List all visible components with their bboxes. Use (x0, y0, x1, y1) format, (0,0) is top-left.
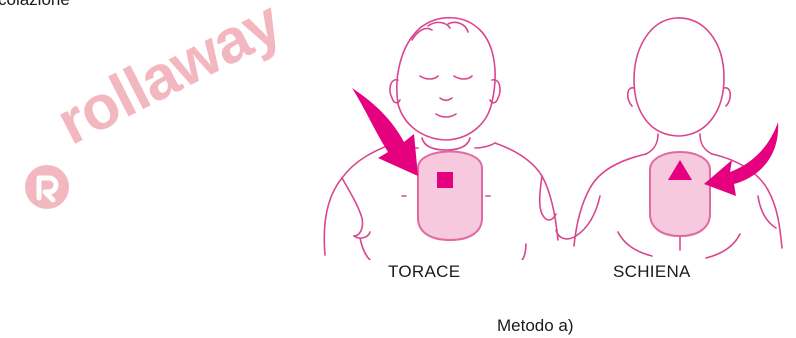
back-pad (650, 152, 710, 236)
method-caption: Metodo a) (497, 316, 574, 336)
back-label: SCHIENA (613, 262, 691, 282)
back-arrow-icon (704, 122, 778, 196)
front-label: TORACE (388, 262, 460, 282)
pad-placement-illustration (300, 0, 796, 260)
front-arrow-icon (352, 88, 418, 176)
square-icon (437, 172, 453, 188)
watermark-text: rollaway (46, 0, 292, 159)
front-chest-pad (418, 152, 482, 241)
watermark-logo-icon (22, 162, 72, 212)
watermark: rollaway (10, 0, 340, 215)
